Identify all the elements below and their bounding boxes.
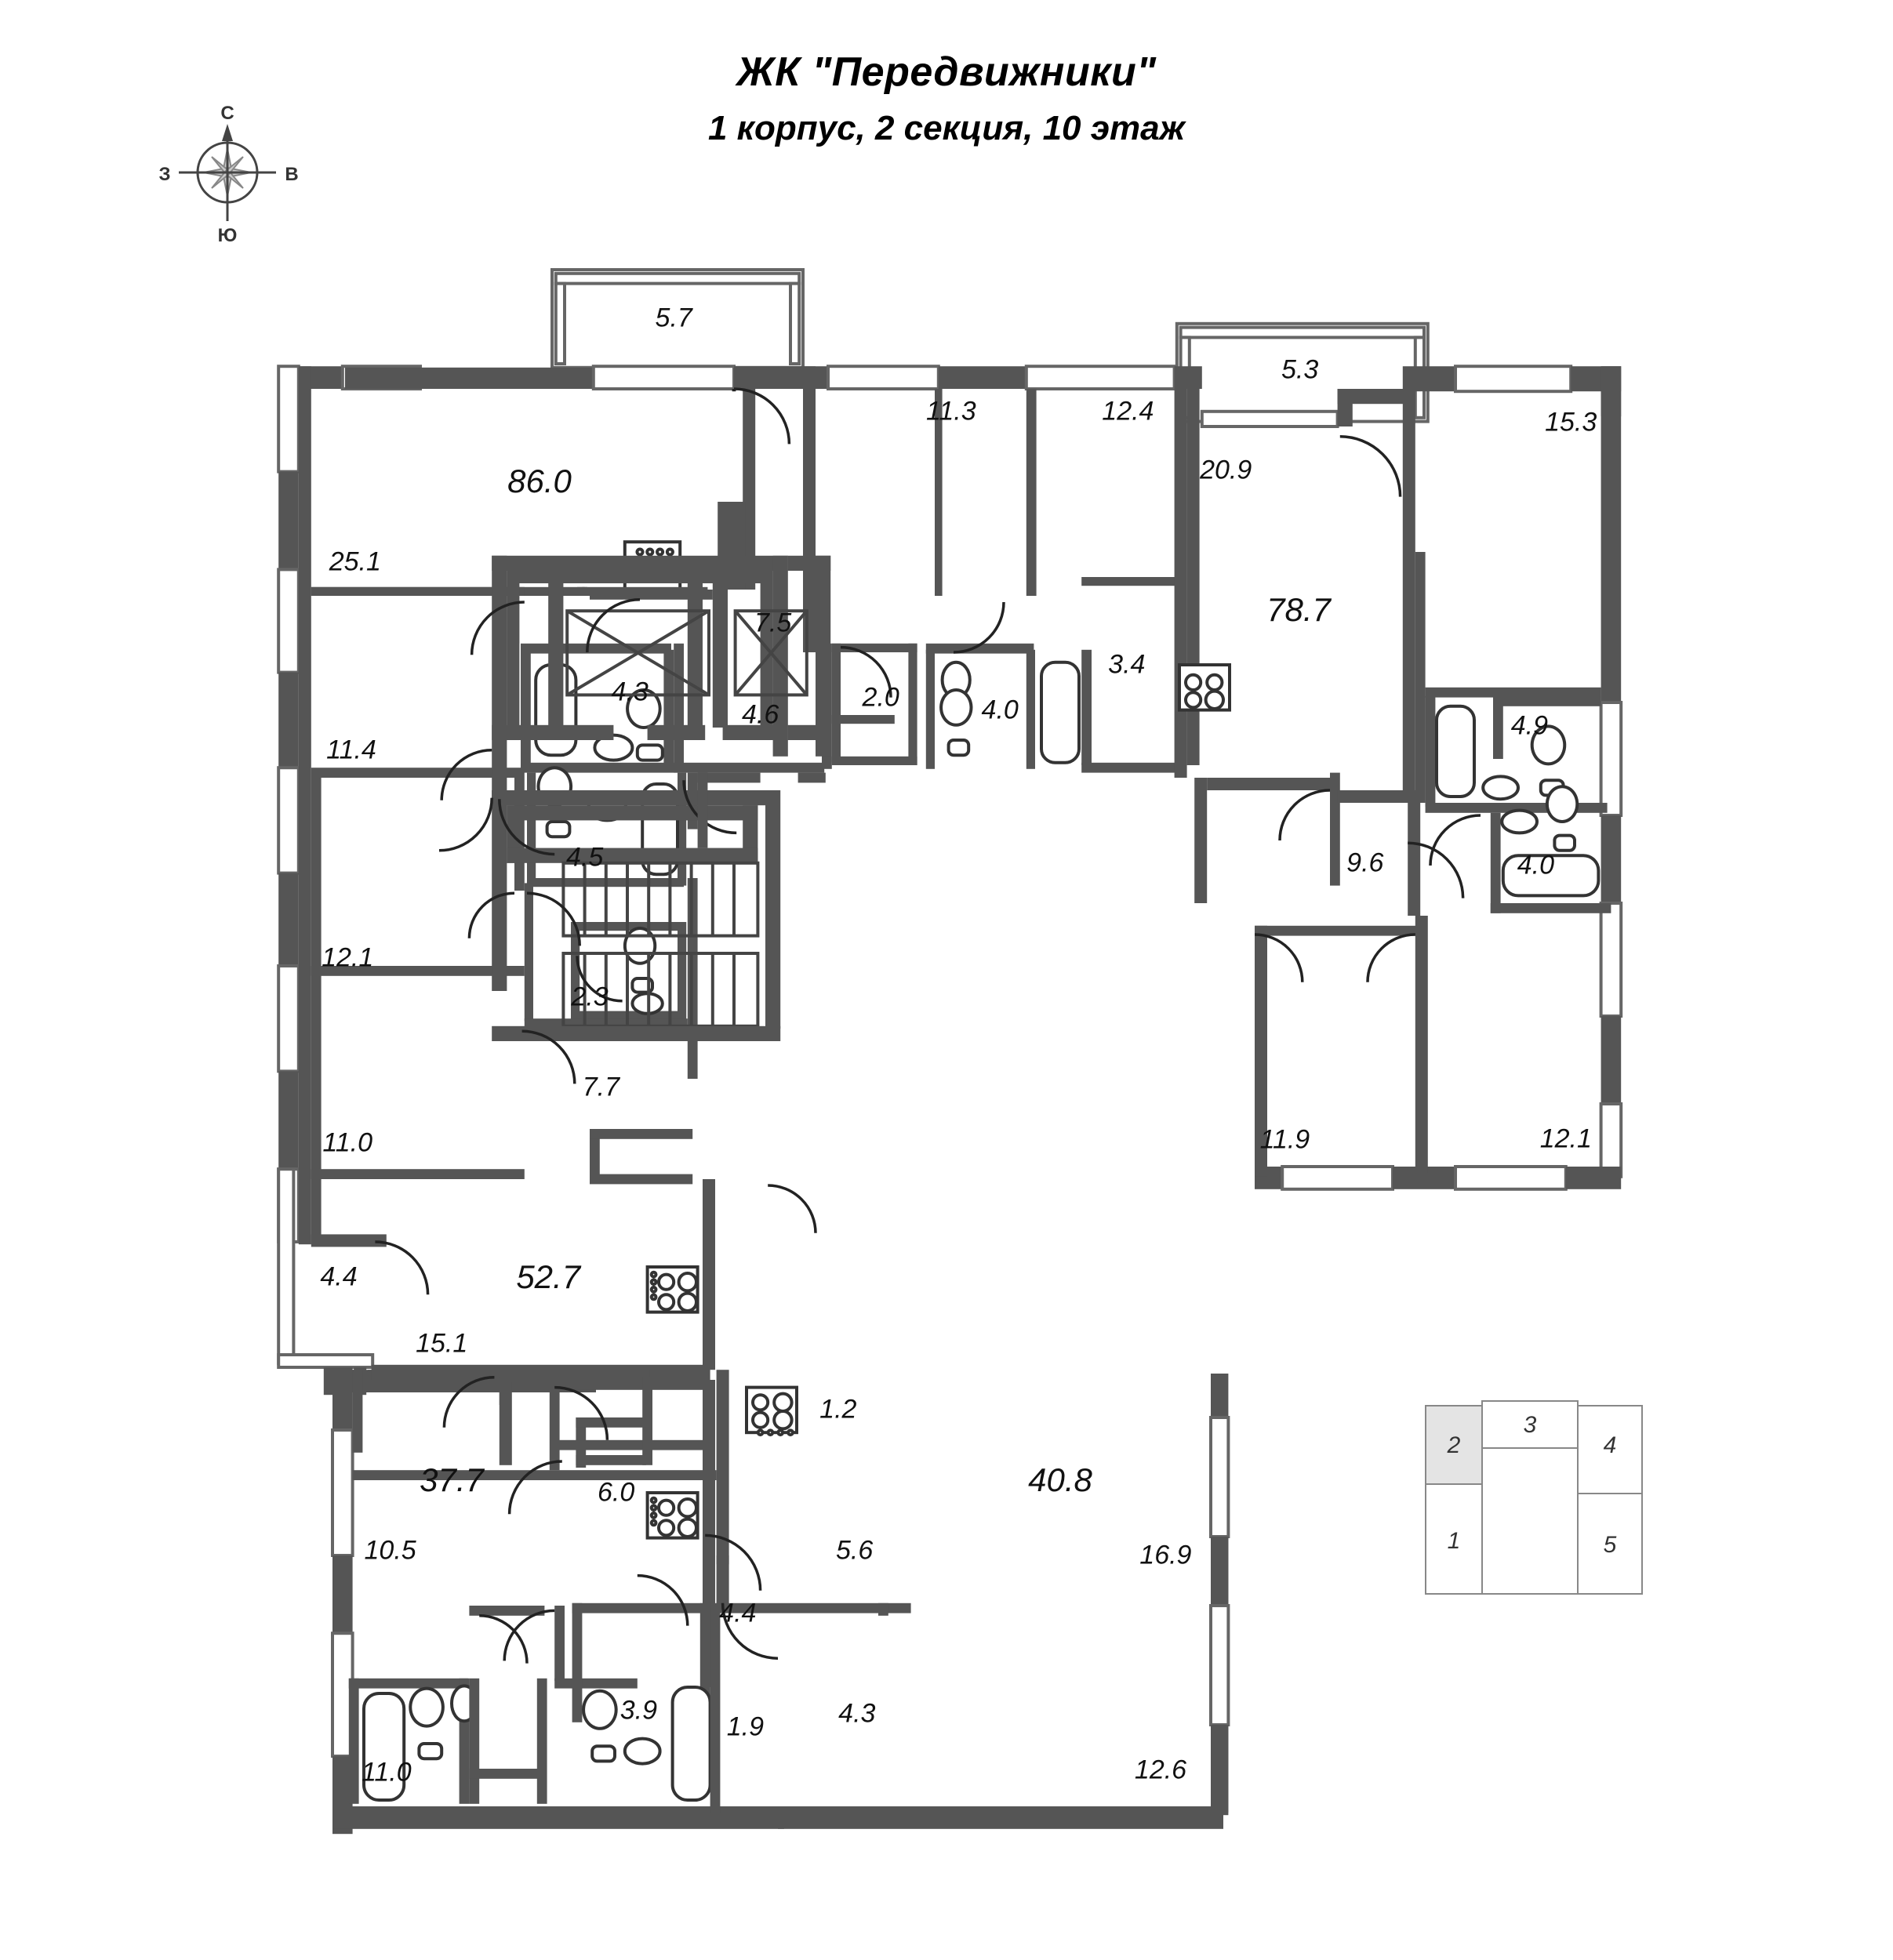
core-right-chamber (712, 555, 831, 757)
compass-east-label: В (285, 164, 298, 185)
store-1-2 (499, 1370, 652, 1468)
balcony-5-7 (550, 268, 805, 369)
compass-rose: С Ю З В (141, 86, 314, 259)
bath-4-0-right (1490, 785, 1611, 913)
balcony-4-4 (277, 1167, 375, 1370)
keymap-section-4[interactable] (1577, 1405, 1643, 1494)
section-key-map[interactable]: 2 3 4 1 5 (1412, 1392, 1710, 1650)
compass-west-label: З (158, 164, 170, 185)
keymap-label-5: 5 (1604, 1532, 1617, 1558)
balcony-5-3 (1175, 321, 1430, 423)
keymap-label-3: 3 (1524, 1412, 1537, 1438)
room-3-4 (1081, 389, 1187, 778)
room-2-0 (831, 643, 917, 765)
apartment-78 (1178, 389, 1611, 1177)
stove-icon-52 (645, 1265, 699, 1314)
keymap-section-5[interactable] (1577, 1493, 1643, 1595)
bath-4-3-lower (572, 1602, 712, 1802)
stove-icon-37 (645, 1491, 699, 1540)
keymap-section-2[interactable] (1425, 1405, 1483, 1485)
keymap-label-1: 1 (1448, 1528, 1461, 1554)
stair-treads-upper (561, 861, 760, 938)
bath-4-9 (1425, 687, 1608, 813)
keymap-label-4: 4 (1604, 1432, 1617, 1458)
doors (375, 387, 1481, 1664)
keymap-courtyard (1481, 1447, 1579, 1595)
elevator-shaft-large (565, 609, 711, 697)
keymap-section-1[interactable] (1425, 1483, 1483, 1595)
keymap-label-2: 2 (1447, 1432, 1461, 1458)
core-structure (492, 555, 808, 800)
stove-icon-78 (1178, 663, 1232, 712)
compass-south-label: Ю (218, 225, 238, 246)
stove-icon-40 (745, 1385, 799, 1437)
apartment-37 (348, 1370, 717, 1804)
compass-north-label: С (220, 103, 234, 124)
store-1-9 (469, 1678, 547, 1804)
bath-4-0-a (925, 643, 1081, 769)
elevator-shaft-small (733, 609, 808, 697)
apartment-40 (499, 1370, 911, 1813)
bath-3-9 (348, 1678, 479, 1804)
